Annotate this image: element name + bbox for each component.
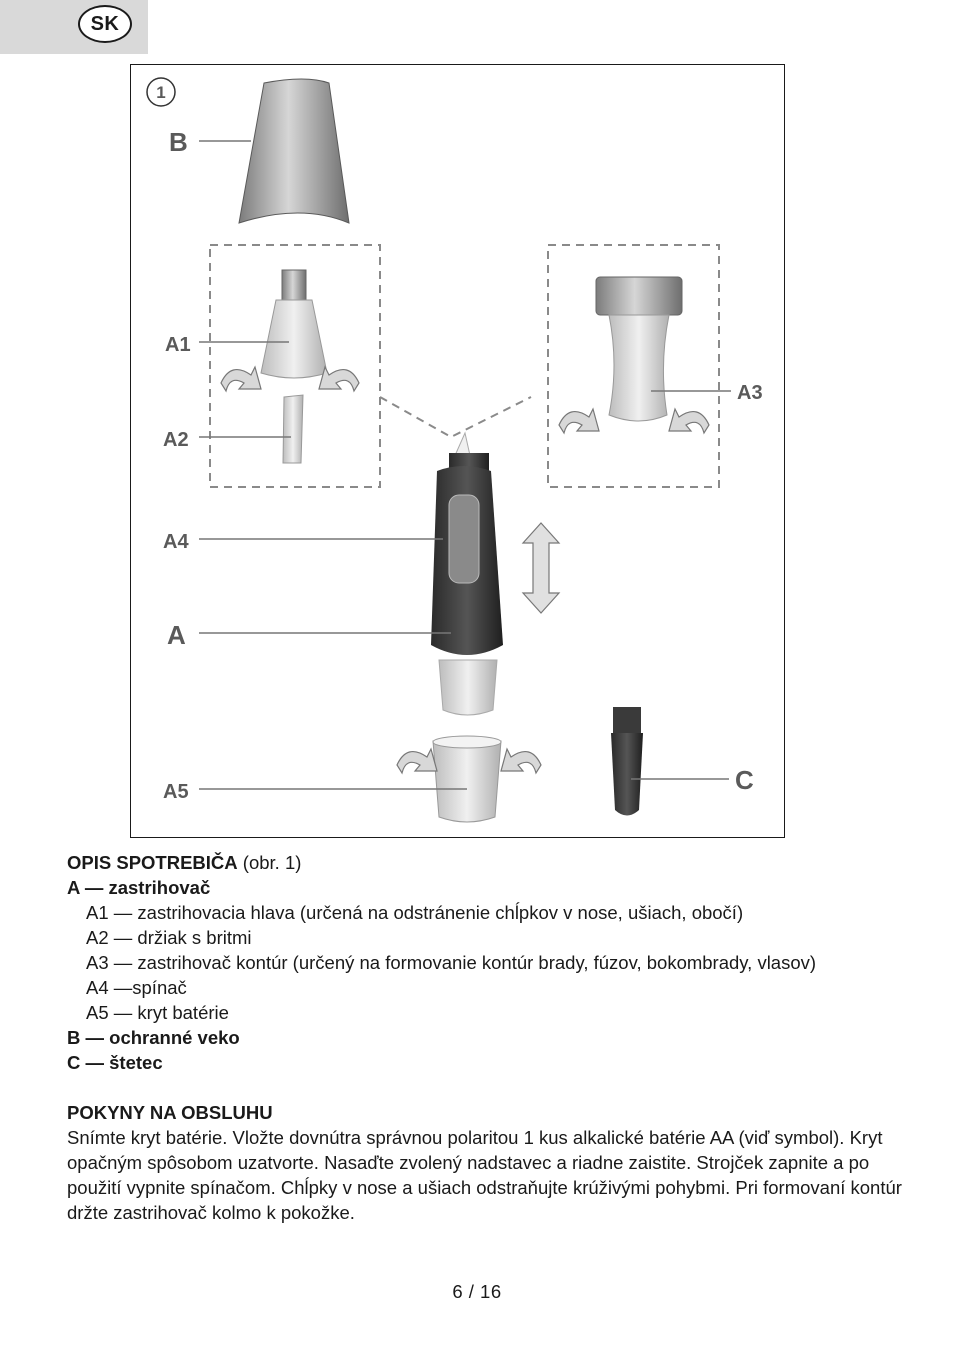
figure-number-badge: 1 [146,77,176,107]
rotate-arrow-icon [220,365,360,393]
dashed-connector [379,396,532,439]
rotate-arrow-icon [396,747,542,775]
item-b: B — ochranné veko [67,1027,240,1048]
contour-trimmer-A3: A3 [595,276,763,422]
item-a2: A2 — držiak s britmi [86,927,252,948]
rotate-arrow-icon [558,407,710,435]
instructions-heading: POKYNY NA OBSLUHU [67,1102,273,1123]
figure-number: 1 [156,83,165,102]
cleaning-brush-C: C [611,707,754,816]
item-c: C — štetec [67,1052,163,1073]
label-A5: A5 [163,781,189,803]
label-A: A [167,620,186,650]
language-badge: SK [78,5,132,43]
page-number: 6 / 16 [452,1281,502,1302]
up-down-arrow-icon [521,522,561,614]
label-A1: A1 [165,334,191,356]
blade-holder-A2: A2 [163,394,304,464]
description-section: OPIS SPOTREBIČA (obr. 1) A — zastrihovač… [67,850,907,1225]
item-a5: A5 — kryt batérie [86,1002,229,1023]
description-heading: OPIS SPOTREBIČA (obr. 1) [67,852,302,873]
product-figure: 1 B A1 A2 [130,64,785,838]
language-tab: SK [0,0,148,54]
trimming-head-A1: A1 [165,269,328,379]
label-B: B [169,127,188,157]
label-C: C [735,765,754,795]
label-A4: A4 [163,531,189,553]
dashed-frame-left [209,244,381,488]
item-a4: A4 —spínač [86,977,187,998]
label-A2: A2 [163,429,189,451]
trimmer-diagram: 1 B A1 A2 [146,77,763,823]
protective-cap-B: B [169,78,350,224]
trimmer-body-A: A4 A [163,431,503,716]
battery-cover-A5: A5 [163,735,502,823]
item-a: A — zastrihovač [67,877,211,898]
item-a1: A1 — zastrihovacia hlava (určená na odst… [86,902,744,923]
label-A3: A3 [737,382,763,404]
instructions-body: Snímte kryt batérie. Vložte dovnútra spr… [67,1127,902,1223]
item-a3: A3 — zastrihovač kontúr (určený na formo… [86,952,817,973]
dashed-frame-right [547,244,720,488]
